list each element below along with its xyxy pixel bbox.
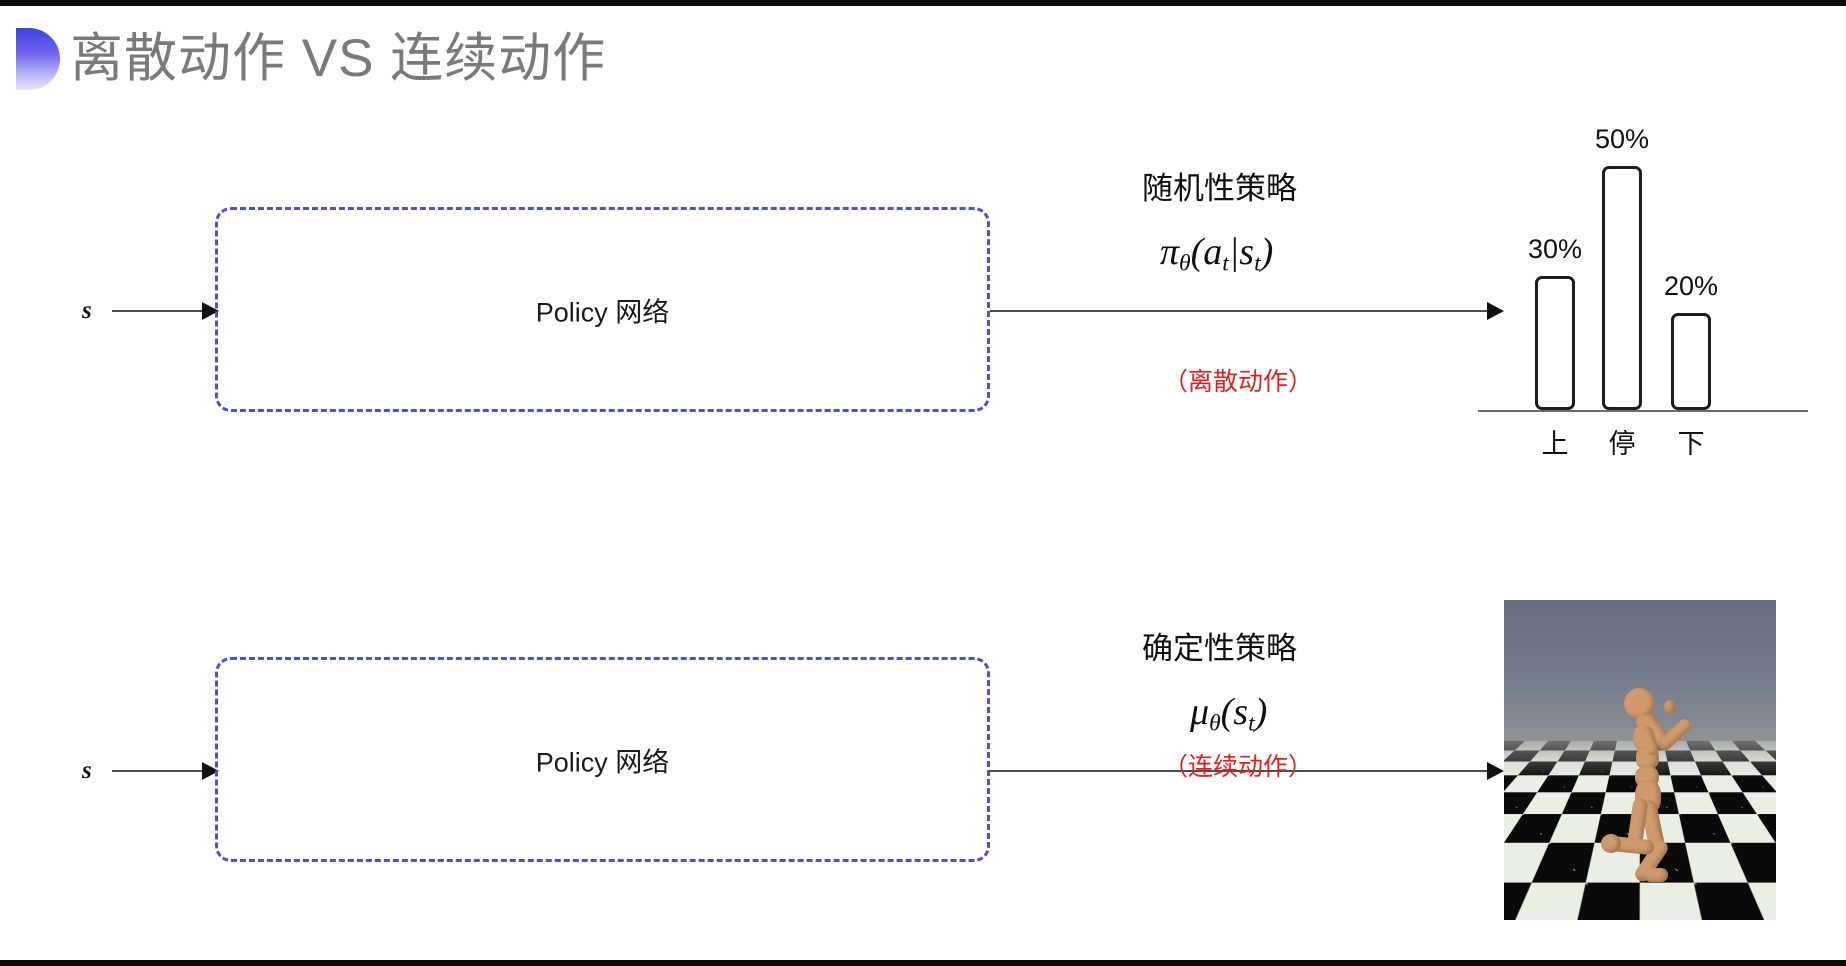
humanoid-foot-front [1644, 868, 1668, 882]
chart-x-axis [1478, 410, 1808, 412]
bar-category-xia: 下 [1677, 429, 1705, 459]
formula-theta: θ [1179, 250, 1191, 277]
humanoid-hand-right [1664, 700, 1676, 714]
output-arrow-line-continuous [990, 770, 1490, 772]
state-input-label-discrete: s [82, 297, 92, 324]
policy-network-label-continuous: Policy 网络 [535, 747, 670, 777]
humanoid-foot-back [1601, 834, 1621, 853]
formula-mu: μ [1190, 691, 1210, 733]
bar-value-xia: 20% [1663, 271, 1719, 301]
policy-network-box-discrete[interactable]: Policy 网络 [215, 207, 990, 412]
page-title: 离散动作 VS 连续动作 [70, 29, 607, 88]
policy-type-label-discrete: 随机性策略 [1142, 171, 1297, 206]
arrow-right-icon-continuous-input [202, 762, 219, 780]
arrow-right-icon-discrete-output [1487, 302, 1504, 320]
bar-shang [1535, 276, 1575, 410]
bar-xia [1671, 313, 1711, 410]
policy-note-discrete: （离散动作） [1163, 368, 1314, 396]
humanoid-simulation-image [1504, 600, 1776, 920]
input-arrow-line-continuous [112, 770, 208, 772]
policy-note-continuous: （连续动作） [1163, 753, 1314, 781]
bar-category-shang: 上 [1541, 429, 1569, 459]
formula-close: ) [1260, 231, 1274, 273]
bar-value-ting: 50% [1594, 124, 1650, 154]
arrow-right-icon-discrete-input [202, 302, 219, 320]
formula-open-a: (a [1190, 231, 1223, 273]
letterbox-bottom [0, 960, 1846, 966]
bar-value-shang: 30% [1527, 234, 1583, 264]
formula-t2: t [1254, 250, 1261, 277]
title-bullet-icon [16, 28, 60, 90]
action-probability-chart: 30% 上 50% 停 20% 下 [1478, 100, 1838, 459]
arrow-right-icon-continuous-output [1487, 762, 1504, 780]
state-input-label-continuous: s [82, 757, 92, 784]
formula-open-s: (s [1220, 691, 1249, 733]
policy-formula-continuous: μθ(st) [1190, 690, 1267, 738]
formula-close-2: ) [1254, 691, 1268, 733]
formula-pi: π [1160, 231, 1180, 273]
formula-t1: t [1222, 250, 1229, 277]
formula-bar-s: |s [1228, 231, 1255, 273]
input-arrow-line-discrete [112, 310, 208, 312]
policy-network-box-continuous[interactable]: Policy 网络 [215, 657, 990, 862]
policy-formula-discrete: πθ(at|st) [1160, 230, 1273, 278]
policy-type-label-continuous: 确定性策略 [1142, 631, 1297, 666]
policy-network-label-discrete: Policy 网络 [535, 297, 670, 327]
bar-ting [1602, 166, 1642, 410]
bar-category-ting: 停 [1608, 429, 1636, 459]
output-arrow-line-discrete [990, 310, 1490, 312]
formula-t3: t [1248, 710, 1255, 737]
formula-theta-2: θ [1209, 710, 1221, 737]
letterbox-top [0, 0, 1846, 6]
